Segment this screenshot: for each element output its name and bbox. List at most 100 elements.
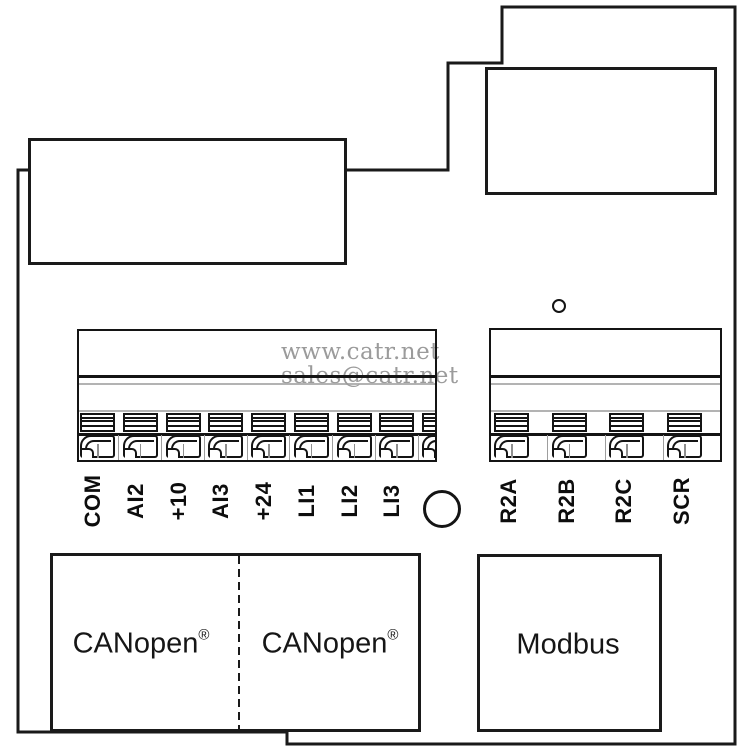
terminal-screw-block xyxy=(122,413,158,432)
screw-slot xyxy=(338,425,370,427)
clamp-notch xyxy=(167,448,180,458)
terminal-cell-divider xyxy=(662,435,664,460)
terminal-screw-block xyxy=(293,413,329,432)
screw-slot xyxy=(553,417,585,422)
clamp-detail-line xyxy=(353,444,355,458)
canopen-text: CANopen xyxy=(72,627,199,660)
clamp-detail-line xyxy=(139,444,142,458)
clamp-detail-line xyxy=(396,444,398,458)
terminal-cell-divider xyxy=(332,435,333,460)
screw-slot xyxy=(124,425,156,427)
terminal-label-ai3: AI3 xyxy=(208,483,234,519)
terminal-screw-block xyxy=(609,413,645,432)
terminal-screw-block xyxy=(165,413,201,432)
watermark-line1: www.catr.net xyxy=(281,339,440,365)
terminal-screw-block xyxy=(667,413,703,432)
registered-mark: ® xyxy=(198,626,210,644)
terminal-label-r2a: R2A xyxy=(496,478,521,524)
terminal-label-scr: SCR xyxy=(668,477,694,525)
mounting-hole xyxy=(423,490,461,528)
terminal-cell-divider xyxy=(246,435,248,460)
terminal-wire-clamp xyxy=(379,435,415,458)
clamp-notch xyxy=(210,448,223,458)
clamp-detail-line xyxy=(310,444,313,458)
terminal-cell-divider xyxy=(604,435,606,460)
screw-slot xyxy=(611,417,643,422)
screw-slot xyxy=(124,417,156,422)
screw-slot xyxy=(338,417,370,422)
watermark-line2: sales@catr.net xyxy=(281,362,459,389)
upper-right-block xyxy=(485,67,717,195)
terminal-screw-block xyxy=(379,413,415,432)
terminal-wire-clamp xyxy=(551,435,587,458)
strip-gray-line xyxy=(79,410,435,412)
strip-gray-line xyxy=(491,410,720,412)
clamp-detail-line xyxy=(511,444,513,458)
screw-slot xyxy=(210,417,242,422)
screw-slot xyxy=(82,417,113,422)
terminal-label-li2: LI2 xyxy=(336,484,362,518)
terminal-wire-clamp xyxy=(293,435,329,458)
terminal-screw-block xyxy=(336,413,372,432)
screw-slot xyxy=(424,417,435,422)
terminal-cell-divider xyxy=(374,435,376,460)
terminal-cell-divider xyxy=(161,435,162,460)
clamp-detail-line xyxy=(568,444,571,458)
screw-slot xyxy=(210,425,242,427)
watermark: www.catr.net sales@catr.net xyxy=(281,339,459,389)
terminal-wire-clamp xyxy=(667,435,703,458)
screw-slot xyxy=(82,425,113,427)
terminal-wire-clamp xyxy=(609,435,645,458)
clamp-detail-line xyxy=(626,444,628,458)
screw-slot xyxy=(253,417,284,422)
screw-slot xyxy=(295,417,327,422)
terminal-wire-clamp xyxy=(251,435,286,458)
canopen-connector-box xyxy=(50,553,421,732)
canopen-label-left: CANopen® xyxy=(72,626,210,661)
terminal-label-ai2: AI2 xyxy=(122,483,148,519)
registered-mark: ® xyxy=(387,626,399,644)
clamp-notch xyxy=(295,448,308,458)
terminal-screw-block xyxy=(494,413,529,432)
terminal-cell-divider xyxy=(417,435,419,460)
screw-slot xyxy=(496,425,527,427)
terminal-cell-divider xyxy=(547,435,549,460)
terminal-label-com: COM xyxy=(80,474,105,528)
strip-divider-line xyxy=(491,433,720,436)
upper-left-block xyxy=(28,138,347,265)
terminal-screw-block xyxy=(251,413,286,432)
clamp-detail-line xyxy=(225,444,227,458)
modbus-text: Modbus xyxy=(516,628,620,661)
screw-slot xyxy=(167,425,199,427)
terminal-screw-block xyxy=(80,413,115,432)
terminal-label-24: +24 xyxy=(251,481,276,521)
terminal-screw-block xyxy=(551,413,587,432)
screw-slot xyxy=(553,425,585,427)
terminal-screw-block xyxy=(422,413,435,432)
modbus-label: Modbus xyxy=(516,629,619,662)
clamp-notch xyxy=(424,448,435,458)
screw-slot xyxy=(253,425,284,427)
strip-divider-line xyxy=(79,375,435,378)
relay-terminal-strip-right xyxy=(489,328,722,462)
small-alignment-hole xyxy=(552,299,566,313)
clamp-detail-line xyxy=(97,444,99,458)
screw-slot xyxy=(424,425,435,427)
screw-slot xyxy=(295,425,327,427)
clamp-detail-line xyxy=(684,444,686,458)
dashed-divider xyxy=(238,556,240,729)
strip-divider-line xyxy=(79,433,435,436)
terminal-cell-divider xyxy=(118,435,120,460)
clamp-notch xyxy=(496,448,508,458)
clamp-notch xyxy=(82,448,94,458)
terminal-label-r2b: R2B xyxy=(553,478,579,524)
control-terminal-strip-left xyxy=(77,329,437,462)
clamp-notch xyxy=(381,448,394,458)
clamp-notch xyxy=(553,448,566,458)
terminal-label-li3: LI3 xyxy=(379,484,405,518)
terminal-cell-divider xyxy=(203,435,205,460)
screw-slot xyxy=(669,417,701,422)
terminal-screw-block xyxy=(208,413,244,432)
terminal-label-r2c: R2C xyxy=(611,478,636,524)
